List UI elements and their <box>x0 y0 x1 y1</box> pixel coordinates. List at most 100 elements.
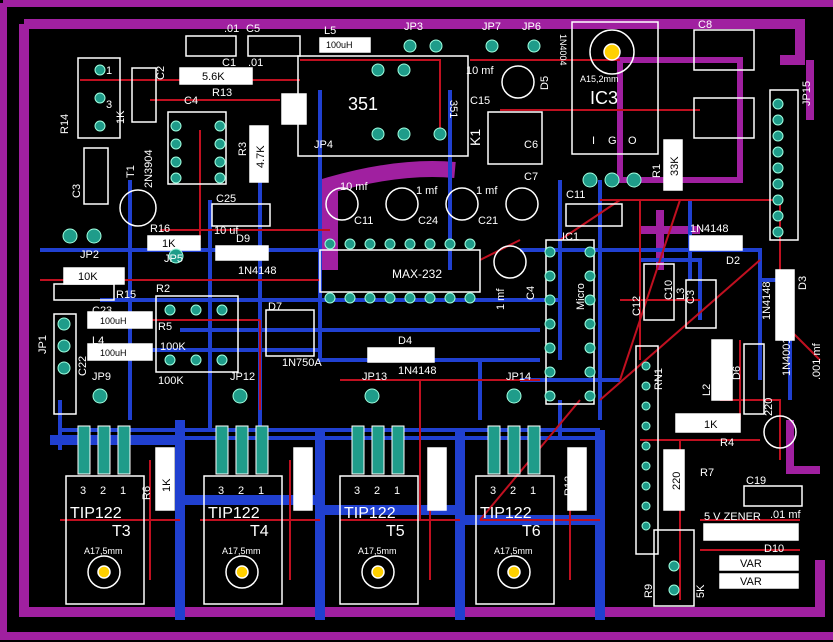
pads <box>57 39 784 596</box>
label-c7: C7 <box>524 171 538 183</box>
label-t3-pin3: 3 <box>80 485 86 497</box>
label-c1: C1 <box>222 57 236 69</box>
label-r1: R1 <box>651 164 663 178</box>
label-c11: C11 <box>566 189 585 201</box>
label-d6: D6 <box>731 366 743 380</box>
label-l5-val: 100uH <box>326 40 353 50</box>
label-j1-3: 3 <box>106 99 112 111</box>
label-t4-pin2: 2 <box>238 485 244 497</box>
label-t6-pin1: 1 <box>530 485 536 497</box>
label-c11-b: C11 <box>354 215 373 227</box>
label-t5-pin3: 3 <box>354 485 360 497</box>
label-c10mf-b: 10 mf <box>340 181 368 193</box>
label-t6-heatsink: A17,5mm <box>494 546 533 556</box>
label-c15: C15 <box>470 95 490 107</box>
mounting-holes <box>87 43 621 589</box>
label-d4: D4 <box>398 335 412 347</box>
label-c19v: .01 mf <box>770 509 802 521</box>
label-r1k-a: 1K <box>115 110 127 124</box>
label-l4v: 100uH <box>100 348 127 358</box>
label-r16: R16 <box>150 223 170 235</box>
label-c220: 220 <box>763 398 775 416</box>
label-jp6: JP6 <box>522 21 541 33</box>
label-t1: T1 <box>125 165 137 178</box>
label-d3v: 1N4148 <box>761 281 773 320</box>
label-c25: C25 <box>216 193 236 205</box>
components <box>53 21 803 607</box>
label-t5-pin1: 1 <box>394 485 400 497</box>
label-c3: C3 <box>71 184 83 198</box>
label-c23: C23 <box>92 305 112 317</box>
label-jp7: JP7 <box>482 21 501 33</box>
label-d7v: 1N750A <box>282 357 322 369</box>
label-t6-part: TIP122 <box>480 505 532 522</box>
label-l5: L5 <box>324 25 336 37</box>
label-ic-i: I <box>592 135 595 147</box>
label-var1: VAR <box>740 558 762 570</box>
label-r1k-c: 1K <box>161 478 173 492</box>
label-max232: MAX-232 <box>392 267 442 281</box>
label-jp1: JP1 <box>37 335 49 354</box>
label-t5-pin2: 2 <box>374 485 380 497</box>
label-r10k: 10K <box>78 271 98 283</box>
label-d6v: 1N4001 <box>781 337 793 376</box>
label-t4-part: TIP122 <box>208 505 260 522</box>
label-t5-part: TIP122 <box>344 505 396 522</box>
label-t3-pin1: 1 <box>120 485 126 497</box>
label-r12: R12 <box>563 476 575 496</box>
label-jp15: JP15 <box>801 81 813 106</box>
label-t3-pin2: 2 <box>100 485 106 497</box>
label-c23v: 100uH <box>100 316 127 326</box>
label-t6: T6 <box>522 523 541 540</box>
label-r6: R6 <box>141 486 153 500</box>
label-jp3: JP3 <box>404 21 423 33</box>
label-c12: C12 <box>631 296 643 316</box>
label-r100k-a: 100K <box>160 341 186 353</box>
label-ic1: IC1 <box>562 231 579 243</box>
label-c5: C5 <box>246 23 260 35</box>
label-j1-1: 1 <box>106 65 112 77</box>
label-r13: R13 <box>212 87 232 99</box>
label-r15: R15 <box>116 289 136 301</box>
label-c2: C2 <box>155 66 167 80</box>
label-t4-pin3: 3 <box>218 485 224 497</box>
label-t4-heatsink: A17,5mm <box>222 546 261 556</box>
label-t4: T4 <box>250 523 269 540</box>
silkscreen-labels: .01 C5 L5 100uH JP3 JP7 JP6 C8 C1 .01 5.… <box>37 19 823 598</box>
label-r5k6: 5.6K <box>202 71 225 83</box>
label-d5: D5 <box>539 76 551 90</box>
label-c24: C24 <box>418 215 438 227</box>
transistor-legs <box>77 425 541 475</box>
label-d4v: 1N4148 <box>398 365 437 377</box>
label-jp12: JP12 <box>230 371 255 383</box>
label-d5v: 1N4004 <box>558 34 568 66</box>
label-jp5: JP5 <box>164 253 183 265</box>
label-ic-o: O <box>628 135 637 147</box>
label-jp13: JP13 <box>362 371 387 383</box>
label-c4b: C4 <box>525 286 537 300</box>
label-c4mf: 1 mf <box>495 288 507 310</box>
label-r2: R2 <box>156 283 170 295</box>
label-k351: 351 <box>348 94 378 114</box>
label-c001: .001 mf <box>811 342 823 380</box>
label-r220: 220 <box>671 472 683 490</box>
label-t3: T3 <box>112 523 131 540</box>
label-l4: L4 <box>92 335 104 347</box>
label-d2: D2 <box>726 255 740 267</box>
label-jp4: JP4 <box>314 139 333 151</box>
label-r4: R4 <box>720 437 734 449</box>
label-jp14: JP14 <box>506 371 531 383</box>
label-zener: 5 V ZENER <box>704 511 761 523</box>
label-t5: T5 <box>386 523 405 540</box>
label-d1n4148-a: 1N4148 <box>690 223 729 235</box>
label-c8: C8 <box>698 19 712 31</box>
label-c4: C4 <box>184 95 198 107</box>
label-t4-pin1: 1 <box>258 485 264 497</box>
label-r5k: 5K <box>695 584 707 598</box>
label-c22: C22 <box>77 356 89 376</box>
label-r1k-b: 1K <box>162 238 176 250</box>
label-c-1mf-b: 1 mf <box>476 185 498 197</box>
label-r47k: 4.7K <box>255 145 267 168</box>
label-r7: R7 <box>700 467 714 479</box>
label-var2: VAR <box>740 576 762 588</box>
